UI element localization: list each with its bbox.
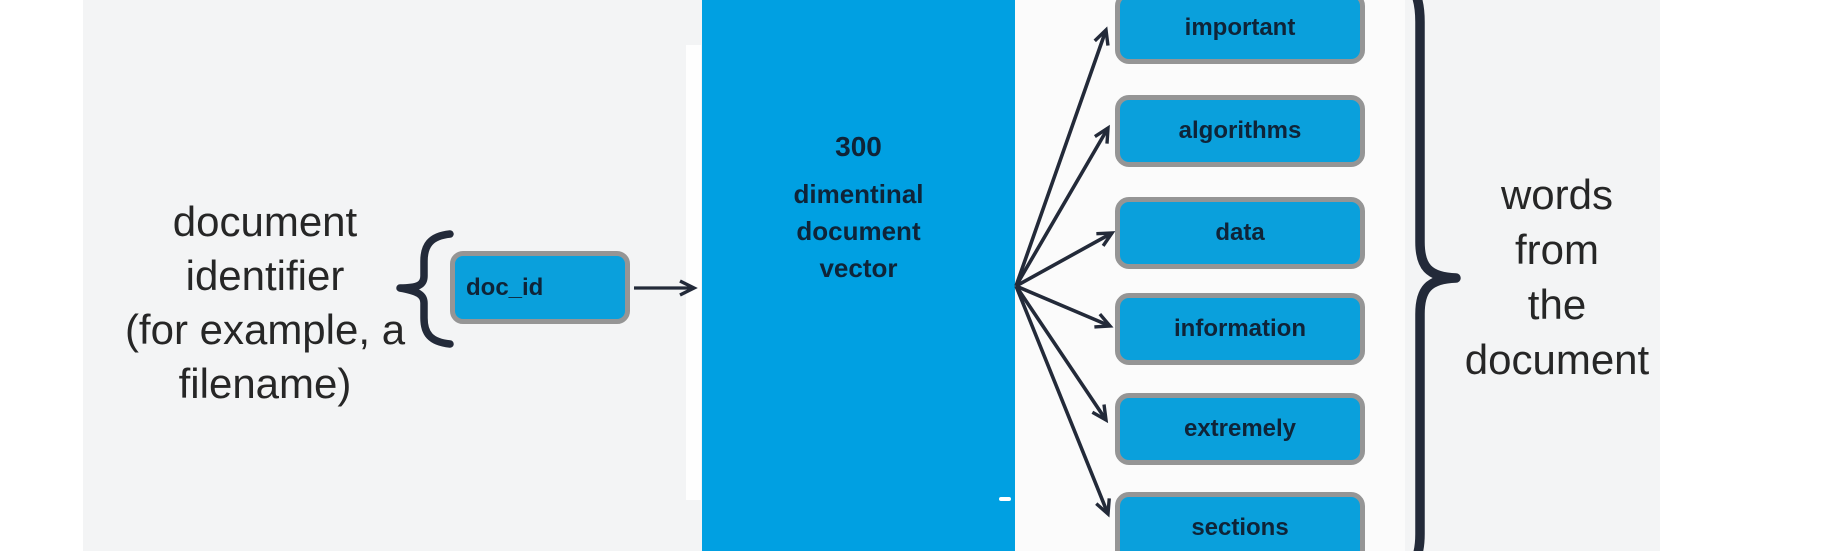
caption-line: document: [172, 198, 358, 245]
word-box-extremely: extremely: [1115, 393, 1365, 465]
word-label: data: [1215, 219, 1265, 246]
small-white-mark: [999, 497, 1011, 501]
word-label: sections: [1191, 514, 1289, 541]
caption-line: the: [1527, 281, 1587, 328]
caption-line: words: [1500, 171, 1614, 218]
doc-id-label: doc_id: [466, 273, 544, 301]
word-label: extremely: [1183, 415, 1297, 442]
word-label: information: [1174, 315, 1306, 342]
vector-caption: 300 dimentinal document vector: [702, 132, 1015, 287]
word-box-information: information: [1115, 293, 1365, 365]
caption-line: identifier: [185, 252, 345, 299]
word-box-algorithms: algorithms: [1115, 95, 1365, 167]
word-box-sections: sections: [1115, 492, 1365, 551]
word-box-important: important: [1115, 0, 1365, 64]
caption-line: filename): [178, 360, 352, 407]
document-vector-rect: 300 dimentinal document vector: [702, 0, 1015, 551]
figure-white-band: [1012, 0, 1405, 551]
vector-caption-line: dimentinal: [793, 179, 924, 209]
word-box-data: data: [1115, 197, 1365, 269]
caption-line: from: [1515, 226, 1599, 273]
caption-line: (for example, a: [124, 306, 406, 353]
right-caption: words from the document: [1452, 167, 1662, 387]
left-margin: [0, 0, 83, 551]
vector-caption-line: document: [796, 216, 921, 246]
word-label: algorithms: [1178, 117, 1302, 144]
right-margin: [1660, 0, 1838, 551]
doc-id-box: doc_id: [450, 251, 630, 324]
word-label: important: [1184, 14, 1296, 41]
white-sliver: [686, 45, 701, 500]
vector-caption-line: vector: [819, 253, 898, 283]
caption-line: document: [1464, 336, 1650, 383]
vector-size: 300: [835, 131, 882, 162]
left-caption: document identifier (for example, a file…: [85, 195, 445, 411]
